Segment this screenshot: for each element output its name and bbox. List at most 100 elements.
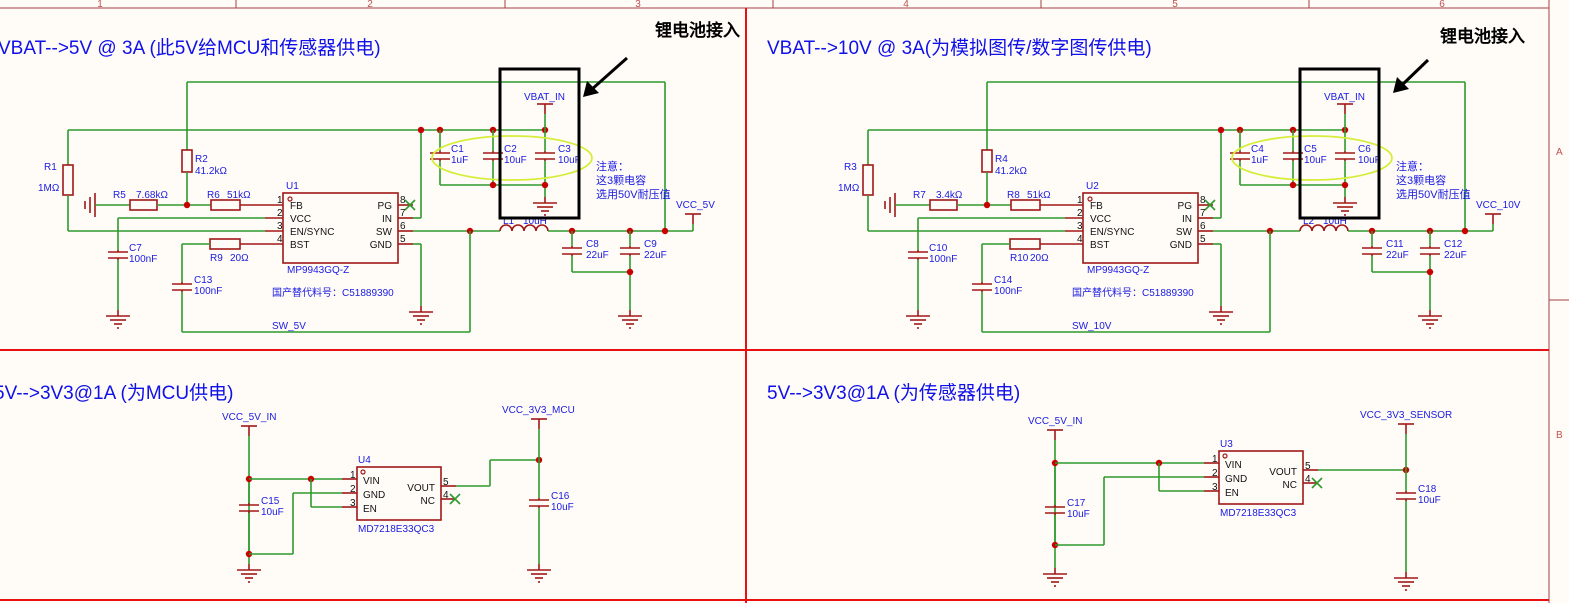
part-value: 10uF (1358, 155, 1381, 166)
label: 10uH (1323, 216, 1347, 227)
pin-number: 3 (1212, 482, 1218, 493)
pin-number: 5 (1305, 461, 1311, 472)
highlight-ellipse (1231, 135, 1393, 181)
part-value: 100nF (194, 286, 222, 297)
pin-number: 4 (443, 490, 449, 501)
part-ref: C11 (1386, 239, 1404, 250)
part-ref: C3 (558, 144, 571, 155)
label: 10uH (523, 216, 547, 227)
output-net-label: VCC_3V3_MCU (502, 405, 575, 416)
pin-name: BST (290, 240, 309, 251)
junction-dot (661, 227, 669, 235)
resistor-fb-series (1010, 199, 1041, 211)
ground-symbol (1394, 572, 1418, 591)
pin-number: 4 (1077, 234, 1083, 245)
arrow-icon (583, 56, 628, 97)
part-ref: C14 (994, 275, 1013, 286)
pin-name: GND (363, 490, 385, 501)
pin-name: GND (1170, 240, 1192, 251)
output-net-label: VCC_5V (676, 200, 715, 211)
label: R6 (207, 190, 220, 201)
pin-number: 1 (350, 470, 356, 481)
pin1-marker (287, 196, 293, 202)
part-value: 1uF (1251, 155, 1268, 166)
junction-dot (417, 126, 425, 134)
label: 51kΩ (227, 190, 251, 201)
arrow-icon (1393, 58, 1430, 93)
arrow-shaft (590, 56, 628, 92)
junction-dot (1461, 227, 1469, 235)
ic-part-number: MP9943GQ-Z (287, 265, 349, 276)
buck-converter-buck-10v: VBAT-->10V @ 3A(为模拟图传/数字图传供电)R441.2kΩR31… (767, 26, 1525, 333)
part-value: 22uF (1444, 250, 1467, 261)
arrow-head (1393, 77, 1409, 93)
ground-symbol (618, 310, 642, 329)
ground-symbol (1209, 306, 1233, 325)
pin-name: NC (1283, 480, 1297, 491)
part-value: 100nF (929, 254, 957, 265)
part-value: 22uF (644, 250, 667, 261)
label: L1 (503, 216, 515, 227)
ground-symbol (906, 310, 930, 329)
section-title: VBAT-->5V @ 3A (此5V给MCU和传感器供电) (0, 37, 381, 59)
pin-name: VOUT (407, 483, 435, 494)
column-label: 4 (903, 0, 909, 10)
pin-number: 3 (350, 498, 356, 509)
battery-input-label: 锂电池接入 (1440, 26, 1525, 46)
label: R8 (1007, 190, 1020, 201)
part-ref: C8 (586, 239, 599, 250)
ground-symbol (1418, 310, 1442, 329)
pin-number: 4 (277, 234, 283, 245)
pin-name: GND (370, 240, 392, 251)
resistor-bootstrap (1009, 238, 1041, 250)
row-label: A (1556, 147, 1563, 158)
part-value: 10uF (1418, 495, 1441, 506)
part-value: 10uF (1067, 509, 1090, 520)
pin-number: 6 (1200, 221, 1206, 232)
junction-dot (489, 181, 497, 189)
ic-body (1082, 192, 1199, 264)
no-connect-mark (404, 199, 416, 211)
part-ref: C13 (194, 275, 213, 286)
pin-name: VOUT (1269, 467, 1297, 478)
part-value: 10uF (558, 155, 581, 166)
pin-name: IN (1182, 214, 1192, 225)
label: 41.2kΩ (995, 166, 1027, 177)
section-title: 5V-->3V3@1A (为传感器供电) (767, 382, 1020, 404)
ic-ref: U1 (286, 181, 299, 192)
pin-number: 5 (443, 477, 449, 488)
ground-symbol (237, 564, 261, 583)
part-ref: C16 (551, 491, 570, 502)
switch-net-label: SW_5V (272, 321, 306, 332)
pin-number: 1 (277, 195, 283, 206)
capacitor-note: 选用50V耐压值 (1396, 188, 1471, 201)
column-label: 6 (1439, 0, 1445, 10)
junction-dot (1217, 126, 1225, 134)
capacitor-note: 注意： (596, 159, 629, 173)
label: 41.2kΩ (195, 166, 227, 177)
battery-input-label: 锂电池接入 (655, 20, 740, 40)
output-net-label: VCC_10V (1476, 200, 1521, 211)
pin1-marker (1222, 453, 1228, 459)
column-label: 3 (635, 0, 641, 10)
resistor-bootstrap (209, 238, 241, 250)
part-value: 100nF (129, 254, 157, 265)
part-ref: C6 (1358, 144, 1371, 155)
pin-number: 2 (277, 208, 283, 219)
label: R10 (1010, 253, 1029, 264)
junction-dot (541, 181, 549, 189)
part-ref: C7 (129, 243, 142, 254)
junction-dot (1426, 268, 1434, 276)
ic-alternate-part: 国产替代料号：C51889390 (1072, 286, 1194, 299)
